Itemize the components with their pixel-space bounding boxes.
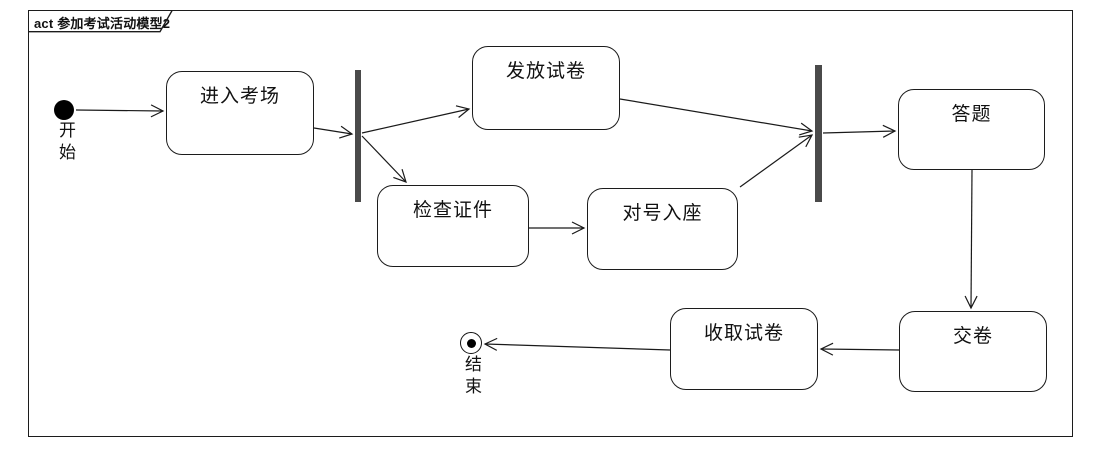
activity-label: 检查证件	[412, 199, 493, 221]
activity-submit-paper[interactable]: 交卷	[899, 311, 1047, 392]
activity-collect-papers[interactable]: 收取试卷	[670, 308, 818, 390]
activity-label: 收取试卷	[703, 322, 784, 344]
activity-distribute-papers[interactable]: 发放试卷	[472, 46, 620, 130]
activity-enter-exam-room[interactable]: 进入考场	[166, 71, 314, 155]
final-node-dot	[466, 338, 476, 348]
activity-check-credentials[interactable]: 检查证件	[377, 185, 529, 267]
activity-take-assigned-seat[interactable]: 对号入座	[587, 188, 738, 270]
join-bar[interactable]	[815, 65, 822, 202]
activity-label: 交卷	[952, 325, 993, 347]
activity-label: 答题	[951, 103, 992, 125]
end-label: 结束	[461, 355, 481, 399]
activity-label: 进入考场	[199, 85, 280, 107]
activity-answer-questions[interactable]: 答题	[898, 89, 1045, 170]
start-label: 开始	[55, 121, 75, 165]
frame-title: act 参加考试活动模型2	[34, 16, 171, 31]
fork-bar[interactable]	[355, 70, 361, 202]
activity-label: 对号入座	[622, 202, 703, 224]
final-node-icon[interactable]	[460, 332, 482, 354]
initial-node-icon[interactable]	[54, 100, 74, 120]
diagram-frame	[28, 10, 1073, 437]
activity-label: 发放试卷	[505, 60, 586, 82]
